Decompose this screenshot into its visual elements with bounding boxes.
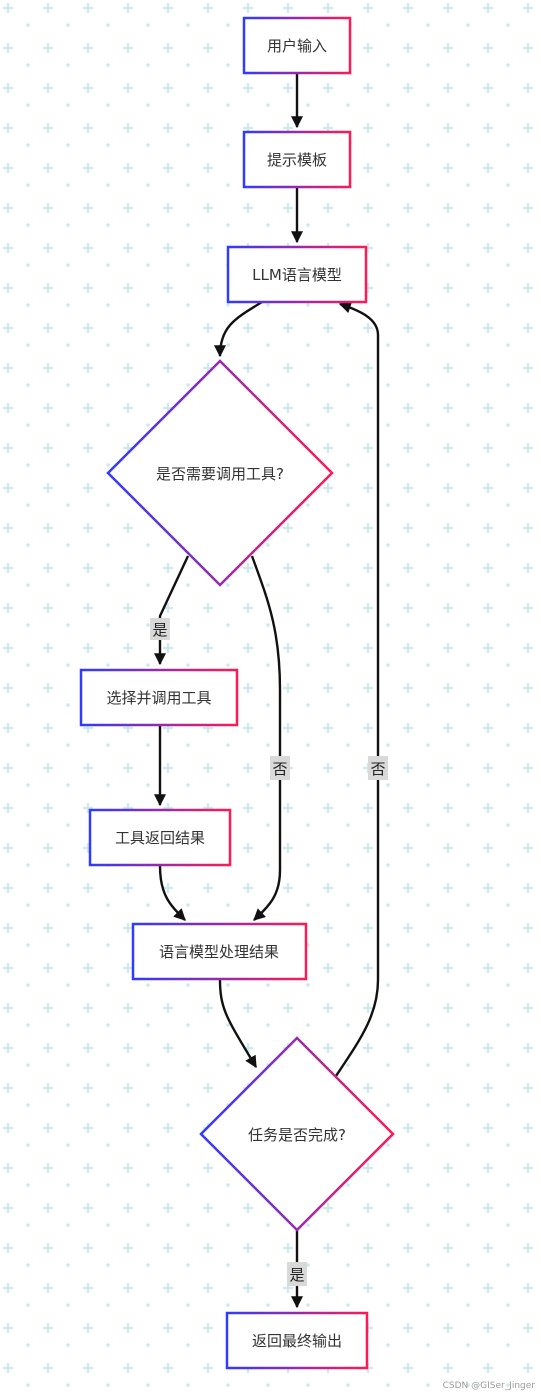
edge-label-need-tool-no: 否 (270, 756, 290, 780)
node-user-input-label: 用户输入 (267, 37, 327, 55)
watermark: CSDN @GISer_Jinger (442, 1381, 535, 1391)
svg-text:否: 否 (370, 760, 385, 778)
edge-need-tool-yes (154, 555, 190, 666)
edge-need-tool-no (250, 555, 282, 921)
node-process-result-label: 语言模型处理结果 (159, 943, 279, 961)
node-user-input[interactable]: 用户输入 (242, 16, 352, 75)
edge-label-need-tool-yes: 是 (150, 618, 170, 640)
node-prompt-template[interactable]: 提示模板 (242, 130, 352, 189)
node-tool-result[interactable]: 工具返回结果 (88, 808, 232, 867)
node-final-output[interactable]: 返回最终输出 (225, 1311, 369, 1370)
edge-llm-to-need-tool (214, 300, 263, 358)
node-select-tool-label: 选择并调用工具 (106, 689, 211, 707)
nodes: 用户输入 提示模板 LLM语言模型 是否需要调用工具? 选择并调用工具 工具返回… (79, 16, 395, 1370)
node-task-done-decision[interactable]: 任务是否完成? (199, 1036, 395, 1232)
edge-label-task-done-yes: 是 (287, 1262, 307, 1286)
node-task-done-label: 任务是否完成? (248, 1126, 346, 1144)
node-need-tool-decision[interactable]: 是否需要调用工具? (106, 359, 334, 587)
node-llm[interactable]: LLM语言模型 (226, 245, 368, 304)
edge-tool-result-to-process (158, 865, 186, 921)
node-process-result[interactable]: 语言模型处理结果 (131, 922, 308, 981)
node-select-tool[interactable]: 选择并调用工具 (79, 668, 239, 727)
svg-text:是: 是 (152, 621, 167, 639)
node-llm-label: LLM语言模型 (252, 266, 342, 284)
node-final-output-label: 返回最终输出 (252, 1332, 342, 1350)
edge-task-done-no (335, 301, 380, 1077)
node-need-tool-label: 是否需要调用工具? (156, 465, 284, 483)
node-tool-result-label: 工具返回结果 (115, 829, 205, 847)
svg-text:否: 否 (272, 760, 287, 778)
node-prompt-template-label: 提示模板 (267, 151, 327, 169)
edge-labels: 是 否 否 是 (150, 618, 388, 1286)
edge-label-task-done-no: 否 (368, 756, 388, 780)
svg-text:是: 是 (289, 1266, 304, 1284)
edge-process-to-task-done (218, 979, 258, 1069)
